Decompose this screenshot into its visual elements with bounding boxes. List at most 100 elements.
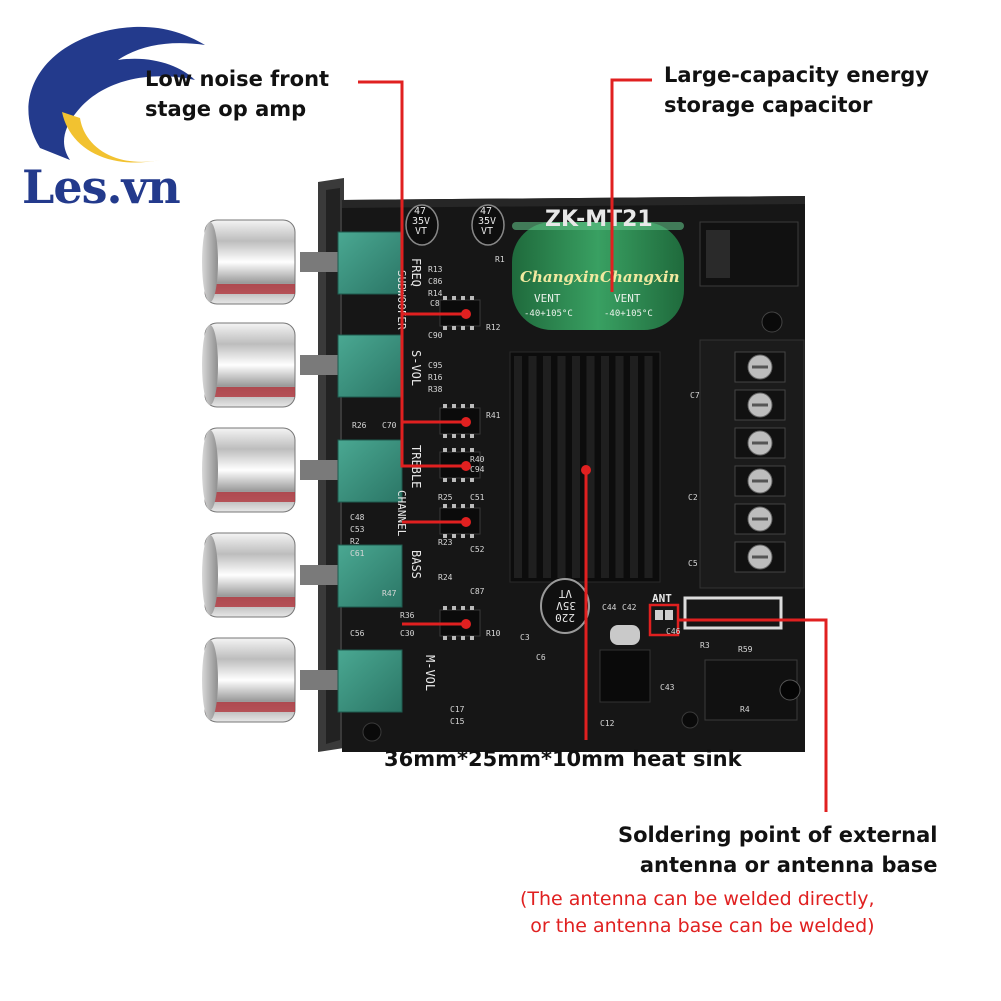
small-cap-2-type: VT <box>481 226 493 237</box>
silk-mvol: M-VOL <box>423 655 437 691</box>
bluetooth-module <box>599 596 783 703</box>
callout-dots <box>461 309 591 629</box>
small-capacitors <box>405 204 505 246</box>
designator-32: C7 <box>690 391 700 400</box>
designator-5: C90 <box>428 331 443 340</box>
callout-lines <box>358 78 828 812</box>
designator-37: C43 <box>660 683 675 692</box>
logo-swoosh-icon <box>28 26 205 160</box>
antenna-note: (The antenna can be welded directly, or … <box>520 886 875 940</box>
capacitor-callout-line-2: storage capacitor <box>664 93 873 117</box>
designator-30: C15 <box>450 717 465 726</box>
big-cap-marking: 220 35V VT <box>555 587 576 624</box>
capacitor-vent-right: VENT <box>614 292 641 305</box>
logo-crescent-icon <box>62 112 160 163</box>
designator-1: R13 <box>428 265 443 274</box>
capacitor-callout: Large-capacity energy storage capacitor <box>664 60 929 120</box>
knob-3[interactable] <box>202 427 403 513</box>
designator-9: R41 <box>486 411 501 420</box>
designator-18: R10 <box>486 629 501 638</box>
small-cap-1-type: VT <box>415 226 427 237</box>
designator-21: C48 <box>350 513 365 522</box>
op-amp-callout-line <box>358 80 466 468</box>
antenna-note-line-2: or the antenna base can be welded) <box>530 915 875 937</box>
silk-freq: FREQ <box>409 258 423 287</box>
designator-41: R4 <box>740 705 750 714</box>
small-cap-1-voltage: 35V <box>412 216 430 227</box>
designator-40: R3 <box>700 641 710 650</box>
op-amp-callout-line-1: Low noise front <box>145 67 330 91</box>
antenna-callout-line-1: Soldering point of external <box>618 823 938 847</box>
designator-14: R23 <box>438 538 453 547</box>
silk-svol: S-VOL <box>409 350 423 386</box>
heatsink-callout-line-1: 36mm*25mm*10mm heat sink <box>384 747 742 771</box>
capacitor-temp-right: -40+105°C <box>604 309 653 319</box>
designator-23: R2 <box>350 537 360 546</box>
big-cap-voltage: 35V <box>556 599 576 612</box>
designator-8: R38 <box>428 385 443 394</box>
antenna-callout-line-2: antenna or antenna base <box>639 853 938 877</box>
designator-13: C51 <box>470 493 485 502</box>
board-model-label: ZK-MT21 <box>545 207 653 232</box>
capacitor-brand-left: Changxin <box>520 268 600 286</box>
filter-capacitor <box>540 578 590 634</box>
designator-45: C12 <box>600 719 615 728</box>
designator-10: R40 <box>470 455 485 464</box>
small-cap-2-voltage: 35V <box>478 216 496 227</box>
designator-35: C46 <box>666 627 681 636</box>
designator-19: R26 <box>352 421 367 430</box>
capacitor-callout-line-1: Large-capacity energy <box>664 63 929 87</box>
designator-26: R36 <box>400 611 415 620</box>
designator-33: C44 <box>602 603 617 612</box>
designator-17: C87 <box>470 587 485 596</box>
big-cap-type: VT <box>558 587 572 600</box>
capacitor-temp-left: -40+105°C <box>524 309 573 319</box>
capacitor-brand-right: Changxin <box>600 268 680 286</box>
antenna-callout: Soldering point of external antenna or a… <box>618 820 937 880</box>
designator-39: C5 <box>688 559 698 568</box>
designator-42: C3 <box>520 633 530 642</box>
designator-36: R59 <box>738 645 753 654</box>
designator-34: C42 <box>622 603 637 612</box>
designator-28: C30 <box>400 629 415 638</box>
knob-2[interactable] <box>202 322 403 408</box>
knob-5[interactable] <box>202 637 403 723</box>
antenna-callout-line <box>678 618 828 812</box>
small-cap-2-value: 47 <box>480 206 492 217</box>
designator-20: C70 <box>382 421 397 430</box>
silk-ant: ANT <box>652 592 672 605</box>
big-cap-value: 220 <box>555 611 575 624</box>
knob-4[interactable] <box>202 532 403 618</box>
silk-bass: BASS <box>409 550 423 579</box>
designator-44: C8 <box>430 299 440 308</box>
antenna-note-line-1: (The antenna can be welded directly, <box>520 888 875 910</box>
logo-text: Les.vn <box>22 160 181 214</box>
designator-2: C86 <box>428 277 443 286</box>
designator-29: C17 <box>450 705 465 714</box>
designator-25: R47 <box>382 589 397 598</box>
designator-6: C95 <box>428 361 443 370</box>
designator-15: C52 <box>470 545 485 554</box>
silkscreen: ZK-MT21 47 35V VT 47 35V VT Changxin Cha… <box>395 206 680 691</box>
designator-43: R1 <box>495 255 505 264</box>
designator-38: C2 <box>688 493 698 502</box>
op-amp-callout-line-2: stage op amp <box>145 97 307 121</box>
speaker-terminal-block <box>699 339 805 589</box>
small-cap-1-value: 47 <box>414 206 426 217</box>
designator-3: R14 <box>428 289 443 298</box>
audio-input-jack <box>704 659 801 721</box>
capacitor-vent-left: VENT <box>534 292 561 305</box>
designator-11: C94 <box>470 465 485 474</box>
heatsink-callout: 36mm*25mm*10mm heat sink <box>384 744 742 774</box>
designator-7: R16 <box>428 373 443 382</box>
capacitor-callout-line <box>610 78 652 292</box>
dc-power-jack <box>699 221 799 287</box>
knob-group <box>202 219 403 723</box>
designator-24: C61 <box>350 549 365 558</box>
designator-4: R12 <box>486 323 501 332</box>
designator-22: C53 <box>350 525 365 534</box>
knob-1[interactable] <box>202 219 403 305</box>
designator-27: C56 <box>350 629 365 638</box>
